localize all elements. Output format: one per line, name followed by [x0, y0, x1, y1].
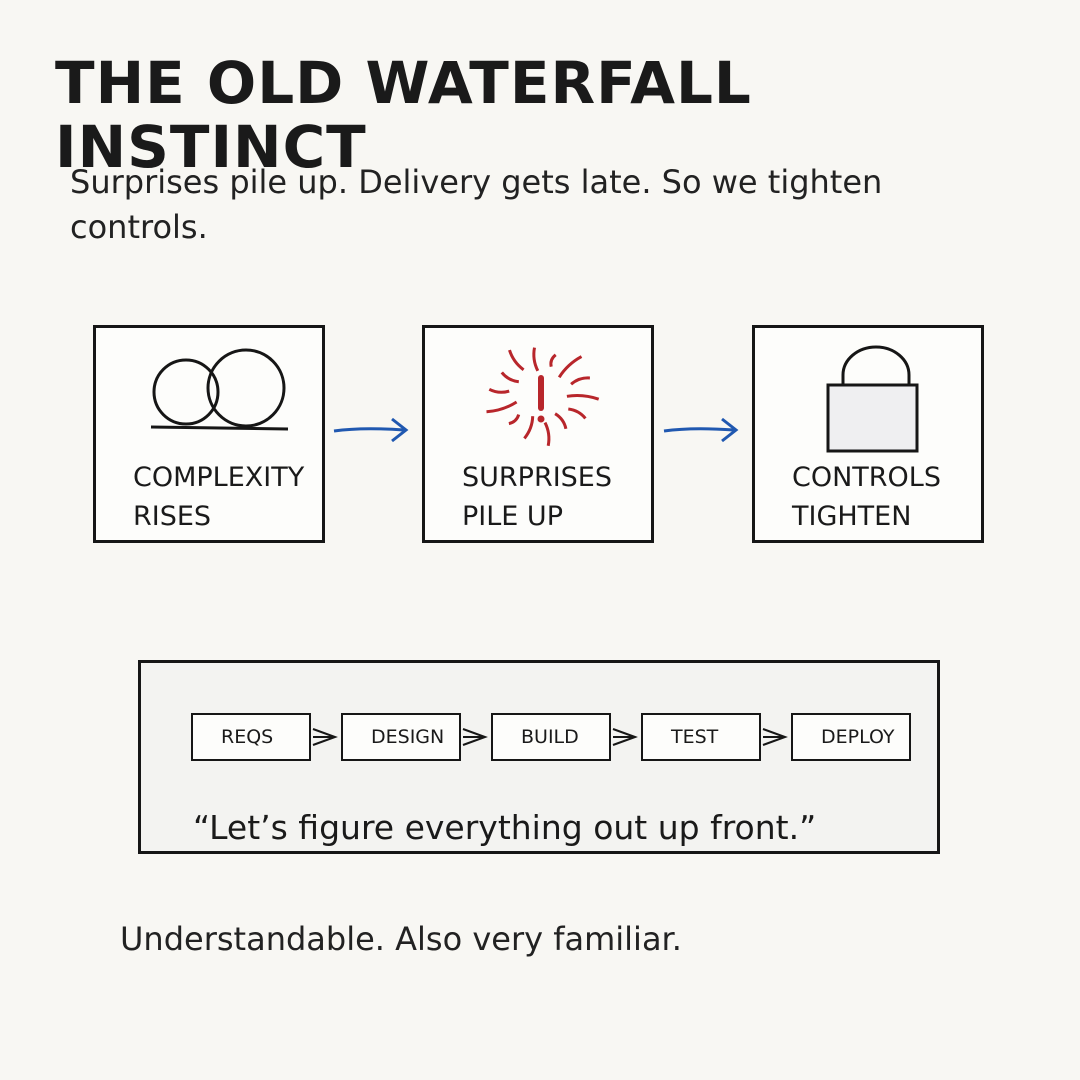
burst-ray [543, 421, 551, 447]
waterfall-panel: REQS DESIGN BUILD TEST DEPLOY “Let’s fig… [138, 660, 940, 854]
burst-ray [523, 416, 535, 440]
overlapping-circles-icon [150, 348, 289, 431]
stage-deploy: DEPLOY [791, 713, 911, 761]
burst-ray [566, 394, 600, 401]
footer-text: Understandable. Also very familiar. [120, 920, 682, 958]
stage-arrow-icon [612, 728, 638, 746]
stage-arrow-icon [762, 728, 788, 746]
burst-ray [570, 376, 590, 386]
padlock-icon [826, 345, 919, 453]
burst-ray [554, 412, 568, 430]
burst-ray [508, 414, 521, 426]
flow-step-label: CONTROLS TIGHTEN [792, 462, 941, 532]
waterfall-quote: “Let’s figure everything out up front.” [193, 808, 817, 847]
stage-arrow-icon [312, 728, 338, 746]
flow-step-controls: CONTROLS TIGHTEN [752, 325, 984, 543]
stage-build: BUILD [491, 713, 611, 761]
exclamation-burst-icon [486, 347, 600, 447]
page-subtitle: Surprises pile up. Delivery gets late. S… [70, 163, 883, 246]
burst-ray [557, 355, 583, 379]
flow-step-surprises: SURPRISES PILE UP [422, 325, 654, 543]
flow-step-label: SURPRISES PILE UP [462, 462, 613, 532]
flow-arrow-icon [663, 417, 739, 443]
stage-arrow-icon [462, 728, 488, 746]
burst-ray [532, 347, 540, 372]
page-title: THE OLD WATERFALL INSTINCT [55, 49, 752, 181]
stage-test: TEST [641, 713, 761, 761]
burst-ray [568, 407, 587, 420]
burst-ray [500, 371, 520, 384]
burst-ray [549, 353, 557, 368]
burst-ray [488, 387, 510, 394]
flow-arrow-icon [333, 417, 409, 443]
stage-reqs: REQS [191, 713, 311, 761]
flow-step-complexity: COMPLEXITY RISES [93, 325, 325, 543]
flow-step-label: COMPLEXITY RISES [133, 462, 305, 532]
burst-ray [508, 349, 525, 372]
stage-design: DESIGN [341, 713, 461, 761]
burst-ray [486, 400, 518, 414]
